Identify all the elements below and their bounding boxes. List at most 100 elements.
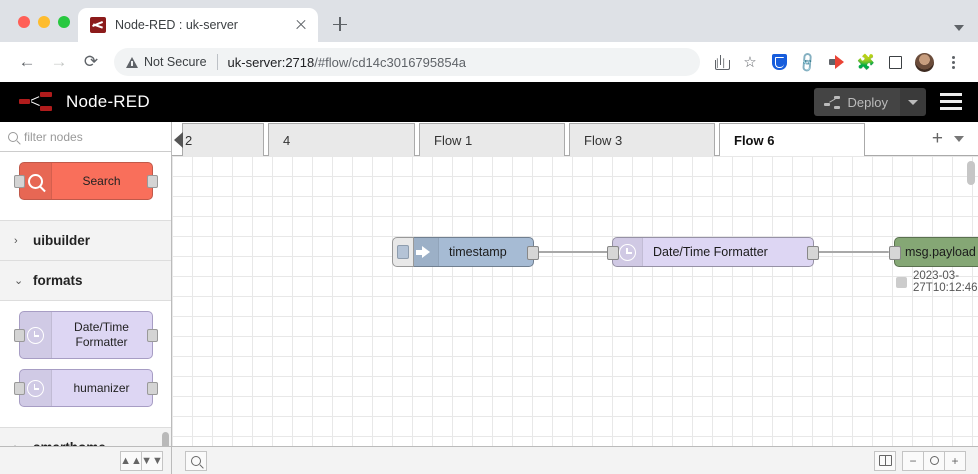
flow-node-inject-timestamp[interactable]: timestamp: [392, 237, 539, 267]
inject-trigger-button[interactable]: [392, 237, 414, 267]
nodered-app: Node-RED Deploy filter nodes: [0, 82, 978, 474]
extensions-puzzle-icon[interactable]: 🧩: [856, 54, 876, 71]
flow-node-debug-msg-payload[interactable]: msg.payload: [889, 237, 978, 267]
deploy-control-group: Deploy: [813, 88, 926, 116]
new-tab-button[interactable]: [326, 10, 354, 38]
node-input-port[interactable]: [889, 246, 901, 260]
palette-category-formats[interactable]: ⌄ formats: [0, 261, 171, 301]
flow-tab-flow-3[interactable]: Flow 3: [569, 123, 715, 156]
flow-tabbar: 2 4 Flow 1 Flow 3 Flow 6 +: [172, 122, 978, 156]
link-icon[interactable]: 🔗: [795, 49, 820, 74]
forward-button[interactable]: →: [50, 52, 68, 71]
palette-node-label: Search: [82, 173, 121, 188]
node-output-port[interactable]: [527, 246, 539, 260]
megaphone-icon[interactable]: [824, 49, 850, 75]
node-output-port[interactable]: [146, 174, 158, 188]
flow-node-label: msg.payload: [905, 245, 976, 259]
deploy-button-label: Deploy: [847, 94, 888, 110]
palette-category-label: formats: [33, 273, 83, 288]
collapse-all-button[interactable]: ▲▲: [120, 450, 142, 471]
nodered-brand-title: Node-RED: [66, 92, 150, 111]
scroll-left-arrow-icon[interactable]: [174, 132, 183, 148]
node-input-port[interactable]: [13, 328, 25, 342]
debug-node-status: 2023-03-27T10:12:46.986Z: [896, 270, 978, 294]
chevron-down-icon: ⌄: [14, 275, 24, 287]
nodered-header: Node-RED Deploy: [0, 82, 978, 122]
search-flows-button[interactable]: [185, 450, 207, 471]
footer-palette-controls: ▲▲ ▼▼: [0, 447, 172, 474]
flow-canvas[interactable]: timestamp Date/Time Formatter msg.payloa…: [172, 156, 978, 474]
flow-tab-2[interactable]: 2: [182, 123, 264, 156]
node-input-port[interactable]: [13, 381, 25, 395]
zoom-in-button[interactable]: +: [944, 450, 966, 471]
flow-tab-label: Flow 6: [734, 132, 775, 148]
flow-tab-label: 4: [283, 132, 291, 148]
palette-category-label: uibuilder: [33, 233, 90, 248]
password-manager-icon[interactable]: [766, 49, 792, 75]
palette-node-search[interactable]: Search: [13, 162, 158, 200]
deploy-button[interactable]: Deploy: [813, 88, 900, 116]
browser-menu-icon[interactable]: [940, 49, 966, 75]
expand-all-button[interactable]: ▼▼: [141, 450, 163, 471]
filter-nodes-input[interactable]: filter nodes: [24, 129, 83, 144]
flow-tab-label: Flow 1: [434, 132, 473, 148]
maximize-window-button[interactable]: [58, 16, 70, 28]
node-input-port[interactable]: [607, 246, 619, 260]
nodered-body: filter nodes Search › uibuilder: [0, 122, 978, 474]
tabs-menu-caret-icon[interactable]: [954, 135, 964, 142]
add-flow-button[interactable]: +: [931, 128, 943, 149]
palette-scroll-area[interactable]: Search › uibuilder ⌄ formats: [0, 152, 171, 474]
zoom-out-button[interactable]: −: [902, 450, 924, 471]
minimize-window-button[interactable]: [38, 16, 50, 28]
flow-tab-flow-1[interactable]: Flow 1: [419, 123, 565, 156]
palette-group-formats: Date/Time Formatter humanizer: [0, 301, 171, 428]
node-output-port[interactable]: [146, 381, 158, 395]
zoom-reset-button[interactable]: [923, 450, 945, 471]
footer-zoom-controls: − +: [874, 450, 978, 471]
flow-tab-label: Flow 3: [584, 132, 623, 148]
palette-category-uibuilder[interactable]: › uibuilder: [0, 221, 171, 261]
palette-node-datetime-formatter[interactable]: Date/Time Formatter: [13, 311, 158, 359]
close-window-button[interactable]: [18, 16, 30, 28]
footer-search-group: [172, 450, 207, 471]
node-input-port[interactable]: [13, 174, 25, 188]
node-output-port[interactable]: [807, 246, 819, 260]
nodered-footer: ▲▲ ▼▼ − +: [0, 446, 978, 474]
wire-inject-to-formatter: [533, 251, 612, 254]
chevron-down-icon[interactable]: [954, 25, 964, 31]
hamburger-menu-icon[interactable]: [940, 93, 962, 110]
bookmark-star-icon[interactable]: ☆: [743, 53, 757, 71]
deploy-node-icon: [823, 95, 840, 109]
flow-workspace: 2 4 Flow 1 Flow 3 Flow 6 +: [172, 122, 978, 474]
palette-group-top: Search: [0, 152, 171, 221]
nodered-favicon: [90, 17, 106, 33]
flow-node-label: timestamp: [449, 245, 507, 259]
canvas-vertical-scrollbar[interactable]: [967, 161, 975, 185]
palette-filter-row[interactable]: filter nodes: [0, 122, 171, 152]
address-bar[interactable]: Not Secure uk-server:2718/#flow/cd14c301…: [114, 48, 700, 76]
flow-tab-flow-6[interactable]: Flow 6: [719, 123, 865, 156]
status-indicator-icon: [896, 276, 907, 288]
back-button[interactable]: ←: [18, 52, 36, 71]
close-icon[interactable]: [292, 16, 310, 34]
browser-tabstrip: Node-RED : uk-server: [0, 0, 978, 42]
palette-node-label: humanizer: [73, 380, 130, 395]
not-secure-warning-icon: [126, 56, 138, 68]
profile-avatar[interactable]: [911, 49, 937, 75]
url-text: uk-server:2718/#flow/cd14c3016795854a: [228, 55, 467, 70]
node-output-port[interactable]: [146, 328, 158, 342]
flow-tab-4[interactable]: 4: [268, 123, 415, 156]
arrow-right-icon: [409, 238, 439, 266]
sidepanel-icon[interactable]: [882, 49, 908, 75]
deploy-dropdown-button[interactable]: [900, 88, 926, 116]
search-icon: [8, 131, 18, 142]
share-icon[interactable]: [708, 49, 734, 75]
chevron-right-icon: ›: [14, 234, 18, 247]
reload-button[interactable]: ⟳: [83, 52, 99, 71]
palette-node-humanizer[interactable]: humanizer: [13, 369, 158, 407]
flow-node-datetime-formatter[interactable]: Date/Time Formatter: [607, 237, 819, 267]
toolbar-icon-group: ☆ 🔗 🧩: [708, 49, 966, 75]
navigator-map-icon[interactable]: [874, 450, 896, 471]
browser-tab[interactable]: Node-RED : uk-server: [78, 8, 318, 42]
